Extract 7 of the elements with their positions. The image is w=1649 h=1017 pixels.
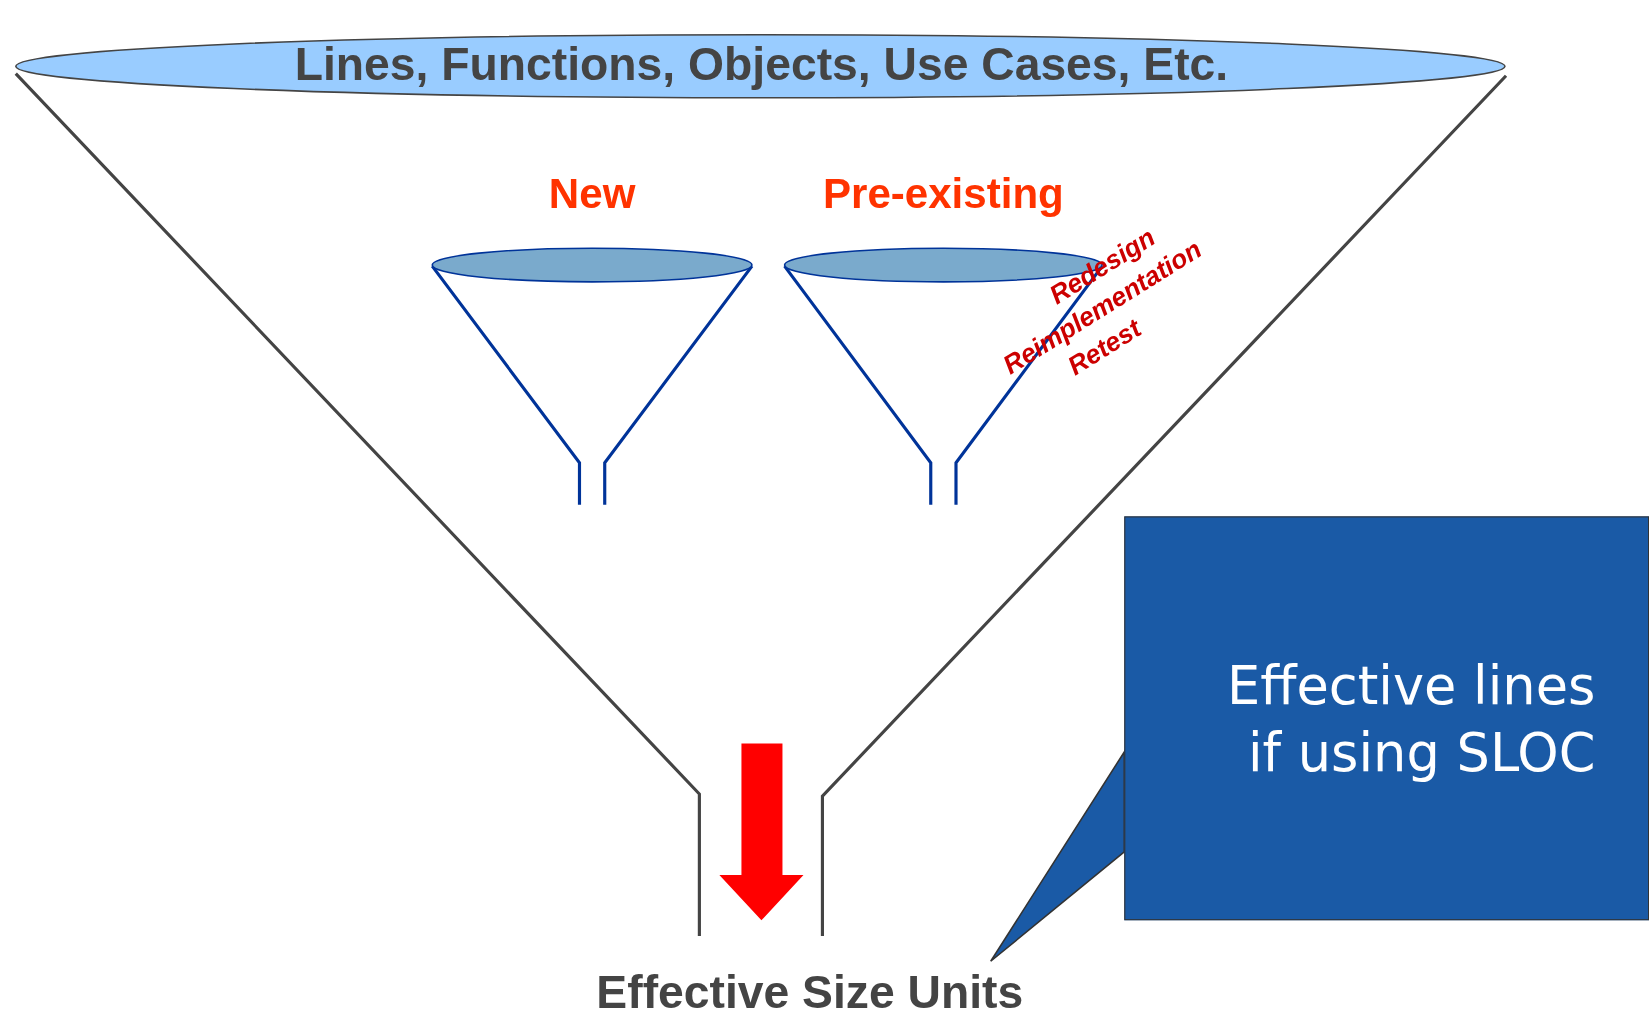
funnel-label: Pre-existing <box>822 170 1064 218</box>
funnel-label: New <box>548 170 636 218</box>
funnel-heading: Lines, Functions, Objects, Use Cases, Etc. <box>294 37 1229 91</box>
callout-text: Effective lines if using SLOC <box>1226 654 1596 786</box>
callout-pointer <box>989 749 1126 963</box>
callout-box <box>1124 516 1649 921</box>
output-label: Effective Size Units <box>546 965 1073 1017</box>
